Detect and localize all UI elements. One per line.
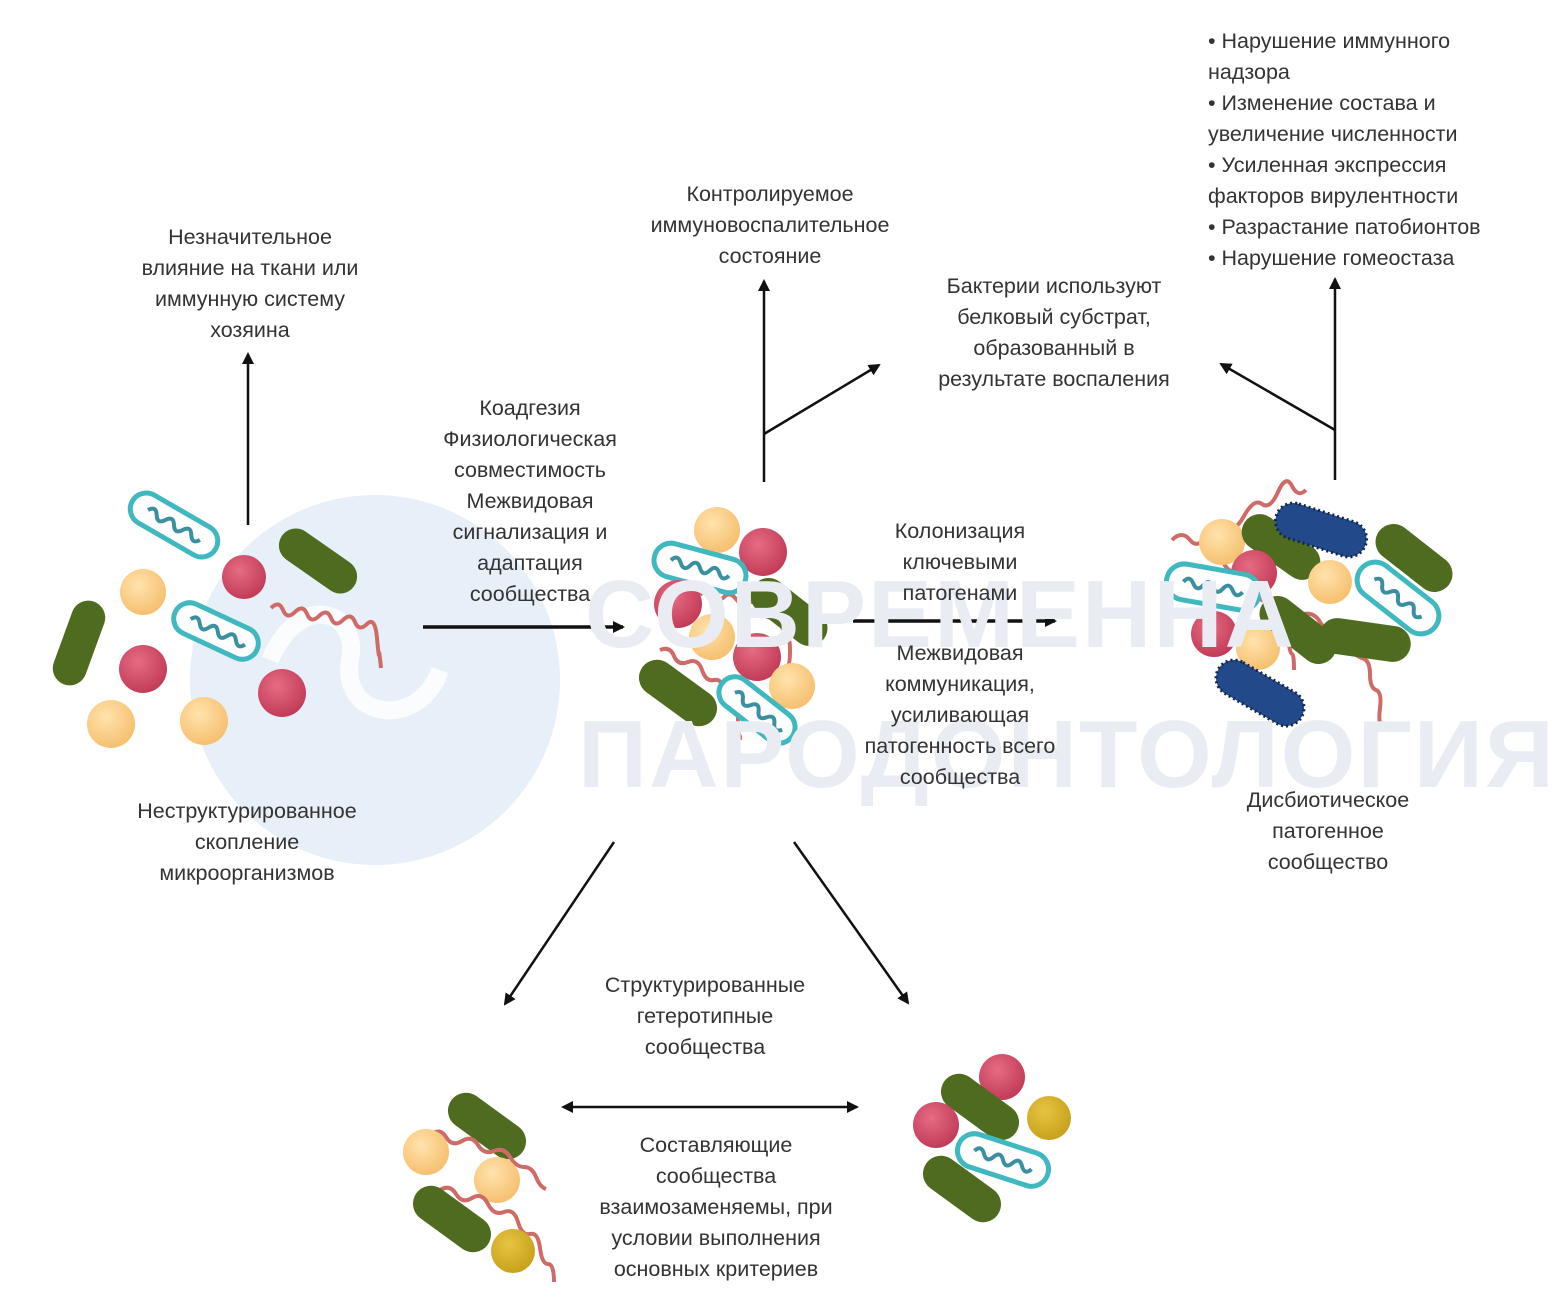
yellow-coccus [120,569,166,615]
arrows [242,277,1341,1113]
gold-coccus [1027,1096,1071,1140]
green-rod [638,659,718,727]
yellow-coccus [87,700,135,748]
watermark-circle [190,495,560,865]
cluster-bottom-right [913,1054,1071,1223]
yellow-coccus [769,663,815,709]
watermark-line1: СОВРЕМЕННА [585,561,1296,668]
arrow-branch-right [1219,362,1336,432]
arrow-down-left [503,841,616,1006]
spirochete [428,1129,547,1191]
label-controlled-state: Контролируемое иммуновоспалительное сост… [650,182,890,268]
green-rod [940,1073,1020,1141]
teal-rod-dna [1181,576,1245,598]
watermark-line2: ПАРОДОНТОЛОГИЯ [578,701,1552,808]
green-rod [750,577,828,647]
green-rod [278,528,358,594]
yellow-coccus [474,1157,520,1203]
yellow-coccus [694,507,740,553]
blue-rod [1214,658,1306,728]
green-rod [1259,595,1337,665]
yellow-coccus [180,697,228,745]
gold-coccus [491,1229,535,1273]
teal-rod-dna [669,555,731,581]
spirochete [438,1185,556,1283]
label-interspecies: Межвидовая коммуникация, усиливающая пат… [864,641,1056,789]
bullet-item: • Разрастание патобионтов [1208,215,1481,239]
red-coccus [119,645,167,693]
bullet-item: надзора [1208,60,1290,84]
cluster-dysbiotic [1163,479,1453,728]
cluster-unstructured [52,490,383,748]
yellow-coccus [689,614,735,660]
bullet-item: • Нарушение иммунного [1208,29,1451,53]
label-unstructured: Неструктурированное скопление микроорган… [137,799,357,885]
spirochete [1170,479,1308,546]
bullet-item: увеличение численности [1208,122,1458,146]
teal-rod-dna [973,1146,1033,1174]
green-rod [1375,523,1453,593]
label-coaggregation: Коадгезия Физиологическая совместимость … [443,396,617,606]
green-rod [52,600,106,686]
red-coccus [733,633,781,681]
red-coccus [913,1102,959,1148]
bullet-list: • Нарушение иммунного надзора • Изменени… [1208,26,1538,274]
blue-rod [1273,501,1369,559]
green-rod [447,1092,527,1160]
bullet-item: • Изменение состава и [1208,91,1436,115]
yellow-coccus [403,1129,449,1175]
red-coccus [654,580,702,628]
yellow-coccus [1308,560,1352,604]
yellow-coccus [1236,626,1280,670]
teal-rod-dna [1373,576,1423,620]
bullet-item: • Усиленная экспрессия [1208,153,1447,177]
label-bacteria-use: Бактерии используют белковый субстрат, о… [938,274,1170,391]
green-rod [1241,514,1321,580]
arrow-down-right [792,841,910,1005]
label-interchangeable: Составляющие сообщества взаимозаменяемы,… [599,1133,833,1281]
teal-rod-dna [189,615,247,649]
label-structured: Структурированные гетеротипные сообществ… [604,973,806,1059]
label-colonization: Колонизация ключевыми патогенами [894,519,1026,605]
watermark-swirl [261,605,449,720]
cluster-bottom-left [403,1092,556,1283]
bullet-item: • Нарушение гомеостаза [1208,246,1455,270]
green-rod [922,1155,1002,1223]
green-rod [1319,618,1411,662]
red-coccus [739,528,787,576]
bullet-item: факторов вирулентности [1208,184,1459,208]
yellow-coccus [1199,519,1245,565]
red-coccus [222,555,266,599]
arrow-branch-middle [763,363,881,436]
red-coccus [258,669,306,717]
teal-rod-dna [147,506,201,544]
red-coccus [979,1054,1025,1100]
green-rod [412,1185,492,1253]
red-coccus [1191,611,1237,657]
label-minor-influence: Незначительное влияние на ткани или имму… [141,225,359,342]
spirochete [269,602,383,669]
cluster-middle [638,507,828,746]
teal-rod-dna [734,689,783,733]
label-dysbiotic: Дисбиотическое патогенное сообщество [1246,788,1410,874]
